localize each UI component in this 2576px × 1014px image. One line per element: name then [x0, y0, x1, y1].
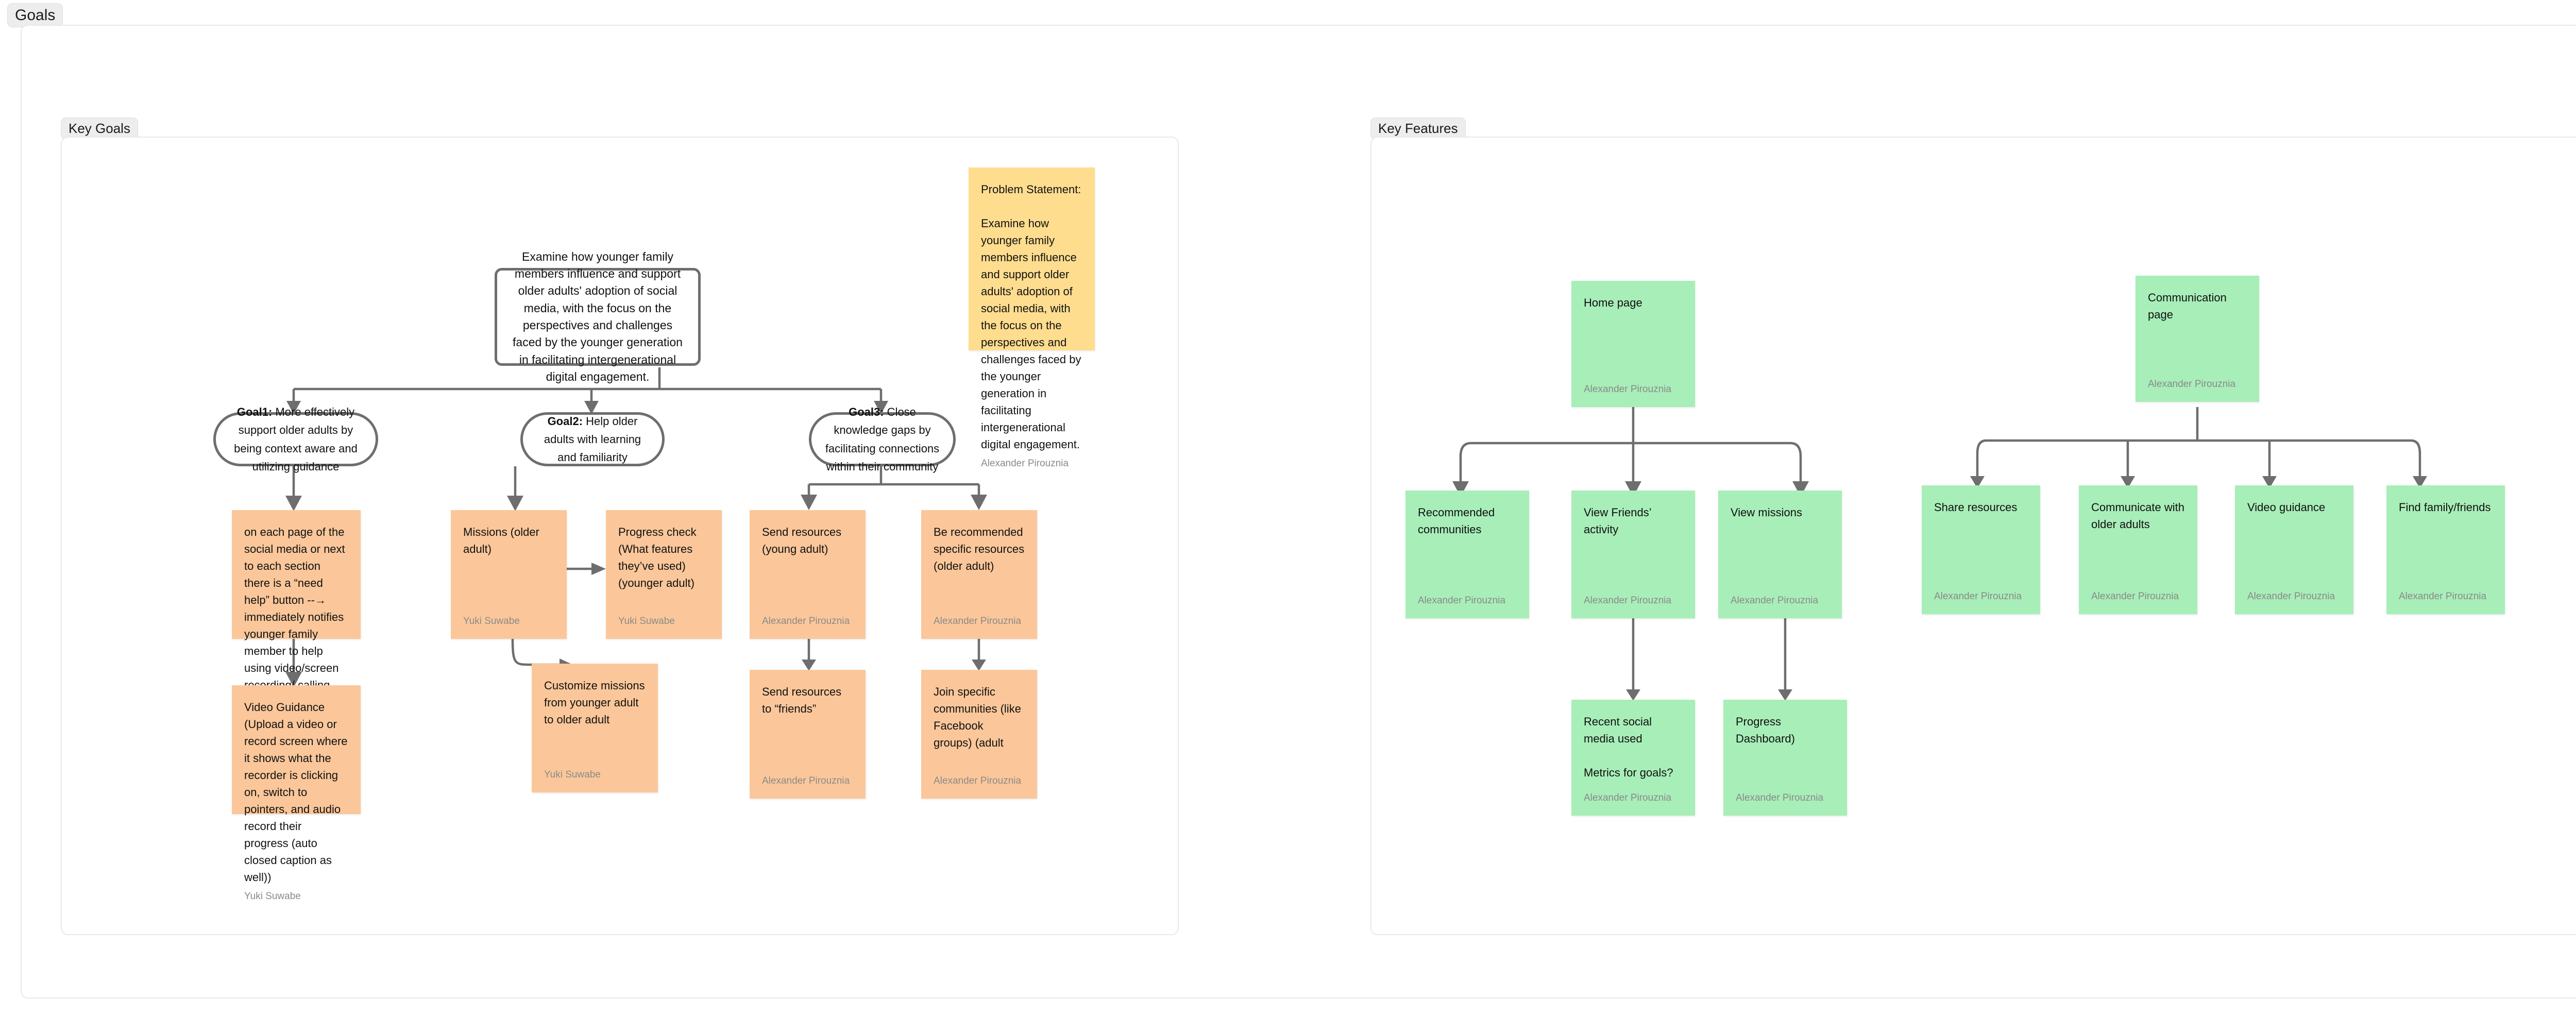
sticky-body: Send resources (young adult): [762, 526, 845, 555]
sticky-author: Alexander Pirouznia: [981, 458, 1069, 469]
sticky-author: Alexander Pirouznia: [1584, 792, 1672, 804]
sticky-body: on each page of the social media or next…: [244, 526, 345, 708]
sticky-author: Alexander Pirouznia: [2399, 591, 2487, 602]
sticky-author: Alexander Pirouznia: [1584, 595, 1672, 606]
sticky-send-resources-friends[interactable]: Send resources to “friends” Alexander Pi…: [750, 670, 866, 799]
sticky-body: Home page: [1584, 296, 1642, 309]
sticky-author: Alexander Pirouznia: [934, 775, 1022, 787]
sticky-communicate-with-older-adults[interactable]: Communicate with older adults Alexander …: [2079, 485, 2197, 614]
sticky-body: Send resources to “friends”: [762, 685, 845, 715]
sticky-body: View Friends’ activity: [1584, 506, 1654, 536]
goal2-text: Help older adults with learning and fami…: [544, 414, 641, 464]
sticky-author: Alexander Pirouznia: [934, 616, 1022, 627]
problem-statement-title: Problem Statement:: [981, 183, 1081, 196]
problem-statement-body: Examine how younger family members influ…: [981, 217, 1084, 451]
sticky-author: Yuki Suwabe: [244, 891, 301, 902]
sticky-author: Alexander Pirouznia: [1736, 792, 1824, 804]
sticky-body: Recommended communities: [1418, 506, 1498, 536]
sticky-body: Missions (older adult): [463, 526, 543, 555]
page-tab-goals[interactable]: Goals: [7, 3, 63, 27]
sticky-find-family-friends[interactable]: Find family/friends Alexander Pirouznia: [2386, 485, 2505, 614]
sticky-body: Share resources: [1934, 501, 2018, 514]
sticky-video-guidance[interactable]: Video Guidance (Upload a video or record…: [232, 685, 361, 902]
sticky-author: Alexander Pirouznia: [2148, 379, 2236, 390]
sticky-progress-check[interactable]: Progress check (What features they’ve us…: [606, 510, 722, 639]
root-research-question-node[interactable]: Examine how younger family members influ…: [495, 250, 701, 383]
frame-label-key-features[interactable]: Key Features: [1370, 117, 1466, 140]
sticky-body: Progress check (What features they’ve us…: [618, 526, 700, 589]
sticky-progress-dashboard[interactable]: Progress Dashboard) Alexander Pirouznia: [1723, 700, 1847, 816]
sticky-body: View missions: [1731, 506, 1802, 519]
goal1-text: More effectively support older adults by…: [234, 405, 358, 473]
sticky-body: Problem Statement: Examine how younger fa…: [981, 181, 1082, 453]
sticky-author: Alexander Pirouznia: [2091, 591, 2179, 602]
sticky-body: Communicate with older adults: [2091, 501, 2188, 531]
sticky-share-resources[interactable]: Share resources Alexander Pirouznia: [1922, 485, 2040, 614]
sticky-author: Alexander Pirouznia: [762, 616, 850, 627]
sticky-recommended-communities[interactable]: Recommended communities Alexander Pirouz…: [1405, 491, 1529, 618]
sticky-body: Be recommended specific resources (older…: [934, 526, 1028, 572]
sticky-body: Communication page: [2148, 291, 2230, 321]
sticky-problem-statement[interactable]: Problem Statement: Examine how younger fa…: [969, 167, 1095, 469]
goal-node-goal3[interactable]: Goal3: Close knowledge gaps by facilitat…: [809, 405, 956, 473]
sticky-body: Customize missions from younger adult to…: [544, 679, 648, 726]
sticky-video-guidance[interactable]: Video guidance Alexander Pirouznia: [2235, 485, 2353, 614]
goal3-label: Goal3:: [849, 405, 884, 419]
sticky-body: Video guidance: [2247, 501, 2326, 514]
sticky-join-communities[interactable]: Join specific communities (like Facebook…: [921, 670, 1037, 799]
goal2-label: Goal2:: [547, 414, 583, 428]
sticky-author: Alexander Pirouznia: [1934, 591, 2022, 602]
sticky-author: Alexander Pirouznia: [1418, 595, 1506, 606]
goal3-text: Close knowledge gaps by facilitating con…: [825, 405, 940, 473]
sticky-body: Progress Dashboard): [1736, 715, 1795, 745]
sticky-author: Yuki Suwabe: [544, 769, 601, 781]
sticky-body: Join specific communities (like Facebook…: [934, 685, 1025, 749]
goal1-label: Goal1:: [236, 405, 273, 419]
sticky-communication-page[interactable]: Communication page Alexander Pirouznia: [2136, 276, 2259, 402]
goal-node-goal1[interactable]: Goal1: More effectively support older ad…: [213, 405, 378, 473]
sticky-body: Recent social media used Metrics for goa…: [1584, 715, 1673, 779]
sticky-recent-social-media-used[interactable]: Recent social media used Metrics for goa…: [1571, 700, 1695, 816]
sticky-customize-missions[interactable]: Customize missions from younger adult to…: [532, 664, 658, 792]
sticky-view-missions[interactable]: View missions Alexander Pirouznia: [1718, 491, 1842, 618]
sticky-author: Alexander Pirouznia: [762, 775, 850, 787]
sticky-need-help-button[interactable]: on each page of the social media or next…: [232, 510, 361, 726]
goal-node-goal2[interactable]: Goal2: Help older adults with learning a…: [520, 412, 665, 466]
sticky-author: Alexander Pirouznia: [1731, 595, 1819, 606]
sticky-body: Video Guidance (Upload a video or record…: [244, 701, 351, 884]
sticky-view-friends-activity[interactable]: View Friends’ activity Alexander Pirouzn…: [1571, 491, 1695, 618]
sticky-send-resources-young-adult[interactable]: Send resources (young adult) Alexander P…: [750, 510, 866, 639]
frame-label-key-goals[interactable]: Key Goals: [61, 117, 138, 140]
sticky-author: Yuki Suwabe: [463, 616, 520, 627]
sticky-author: Yuki Suwabe: [618, 616, 675, 627]
sticky-author: Alexander Pirouznia: [1584, 384, 1672, 395]
sticky-missions-older-adult[interactable]: Missions (older adult) Yuki Suwabe: [451, 510, 567, 639]
sticky-author: Alexander Pirouznia: [2247, 591, 2335, 602]
sticky-be-recommended-resources[interactable]: Be recommended specific resources (older…: [921, 510, 1037, 639]
sticky-body: Find family/friends: [2399, 501, 2491, 514]
sticky-home-page[interactable]: Home page Alexander Pirouznia: [1571, 281, 1695, 407]
